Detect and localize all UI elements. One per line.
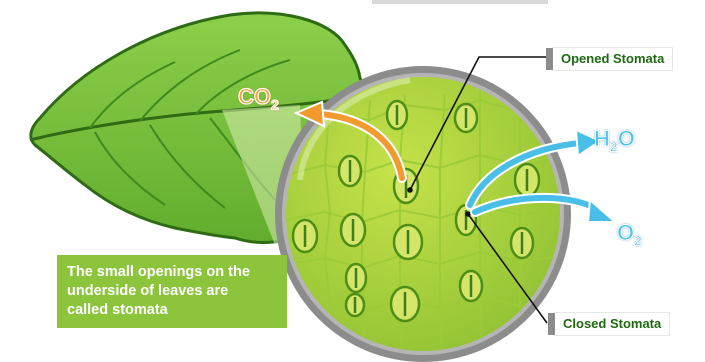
closed-stomata-text: Closed Stomata [563,316,661,331]
opened-stomata-text: Opened Stomata [561,51,664,66]
o2-label: O2 [617,220,642,248]
label-tab [548,313,555,335]
h2o-o: O [618,126,635,151]
o2-main: O [617,220,634,245]
caption-line-1: The small openings on the [67,263,277,282]
o2-subscript: 2 [634,232,642,248]
caption-box: The small openings on the underside of l… [57,255,287,328]
opened-stomata-label: Opened Stomata [553,48,672,70]
caption-line-2: underside of leaves are [67,282,277,301]
co2-label: CO2 [238,84,279,112]
co2-main: CO [238,84,271,109]
co2-subscript: 2 [271,96,279,112]
closed-stomata-label: Closed Stomata [555,313,669,335]
h2o-subscript: 2 [610,138,618,154]
caption-line-3: called stomata [67,301,277,320]
h2o-label: H2O [594,126,635,154]
label-tab [546,48,553,70]
h2o-h: H [594,126,610,151]
top-strip [372,0,548,4]
